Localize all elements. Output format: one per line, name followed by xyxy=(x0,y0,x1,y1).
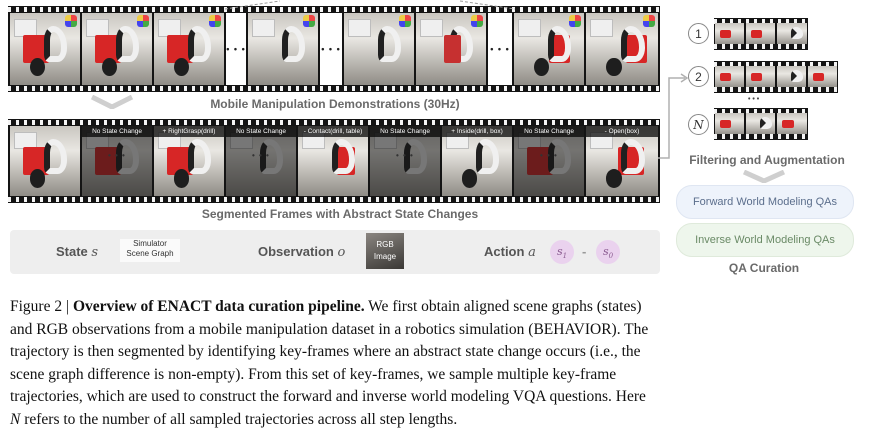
segment-tag: - Open(box) xyxy=(586,126,658,137)
segment-tag: No State Change xyxy=(514,126,584,137)
caption-line-4: scene graph difference is non-empty). Fr… xyxy=(10,365,617,383)
segmented-film-strip: No State Change + RightGrasp(drill) No S… xyxy=(8,119,660,203)
segment-tag: + Inside(drill, box) xyxy=(442,126,512,137)
chevron-down-icon xyxy=(742,170,786,183)
inverse-world-modeling-qa: Inverse World Modeling QAs xyxy=(676,223,854,257)
demo-frame xyxy=(248,13,318,85)
segment-frame xyxy=(442,126,512,196)
demo-frame xyxy=(514,13,584,85)
trajectory-index-n: N xyxy=(688,114,709,135)
figure-number: Figure 2 | xyxy=(10,298,70,315)
demonstrations-label: Mobile Manipulation Demonstrations (30Hz… xyxy=(210,97,460,111)
caption-line-5: trajectories, which are used to construc… xyxy=(10,388,646,405)
segment-ellipsis: • • • xyxy=(396,151,414,160)
segment-frame xyxy=(370,126,440,196)
segment-frame xyxy=(10,126,80,196)
segment-ellipsis: • • • xyxy=(108,151,126,160)
minus-sign: - xyxy=(582,244,587,259)
state-legend: State s xyxy=(56,244,99,260)
s0-variable: s0 xyxy=(596,240,620,264)
forward-world-modeling-qa: Forward World Modeling QAs xyxy=(676,185,854,219)
segment-tag: No State Change xyxy=(82,126,152,137)
qa-curation-label: QA Curation xyxy=(728,261,800,275)
caption-line-1: We first obtain aligned scene graphs (st… xyxy=(364,298,642,315)
demo-frame xyxy=(586,13,658,85)
segment-frame xyxy=(514,126,584,196)
demo-frame xyxy=(344,13,414,85)
segment-ellipsis: • • • xyxy=(252,151,270,160)
segmented-label: Segmented Frames with Abstract State Cha… xyxy=(201,207,479,221)
trajectory-index-2: 2 xyxy=(688,66,709,87)
figure-caption: Figure 2 | Overview of ENACT data curati… xyxy=(10,296,872,431)
sampled-trajectory-2 xyxy=(714,61,838,93)
demonstration-film-strip: • • • • • • • • • xyxy=(8,6,660,92)
segment-frame xyxy=(82,126,152,196)
caption-line-3: trajectory is then segmented by identify… xyxy=(10,343,641,360)
sampled-trajectory-n xyxy=(714,108,808,140)
segment-tag: + RightGrasp(drill) xyxy=(154,126,224,137)
segment-tag: - Contact(drill, table) xyxy=(298,126,368,137)
figure-title: Overview of ENACT data curation pipeline… xyxy=(72,298,365,315)
segment-ellipsis: • • • xyxy=(540,151,558,160)
demo-ellipsis: • • • xyxy=(226,13,246,85)
action-legend: Action a xyxy=(484,244,536,260)
observation-legend: Observation o xyxy=(258,244,346,260)
demo-frame xyxy=(416,13,486,85)
demo-ellipsis: • • • xyxy=(488,13,512,85)
demo-frame xyxy=(10,13,80,85)
trajectory-index-1: 1 xyxy=(688,23,709,44)
segment-tag: No State Change xyxy=(226,126,296,137)
vertical-dots: • • • xyxy=(748,96,760,103)
segment-tag: No State Change xyxy=(370,126,440,137)
sampled-trajectory-1 xyxy=(714,18,808,50)
pipeline-connector-arrow xyxy=(658,73,689,159)
demo-frame xyxy=(82,13,152,85)
dashed-connector xyxy=(224,0,516,10)
demo-ellipsis: • • • xyxy=(320,13,342,85)
caption-line-6: refers to the number of all sampled traj… xyxy=(20,410,458,428)
variable-n: N xyxy=(10,410,21,428)
demo-frame xyxy=(154,13,224,85)
caption-line-2: and RGB observations from a mobile manip… xyxy=(10,320,649,338)
filtering-label: Filtering and Augmentation xyxy=(689,153,845,167)
chevron-down-icon xyxy=(90,95,134,109)
s1-variable: s1 xyxy=(550,240,574,264)
